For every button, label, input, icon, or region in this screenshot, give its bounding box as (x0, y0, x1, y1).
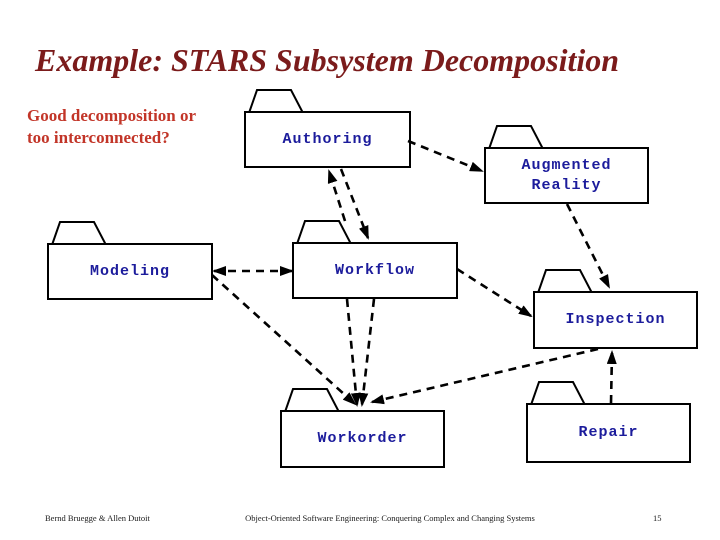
package-tab-workorder (283, 388, 341, 413)
package-shape-inspection (533, 269, 698, 349)
package-shape-workflow (292, 220, 458, 299)
dependency-arrow-workflow-to-inspection (456, 267, 533, 318)
dependency-arrow-workflow-to-workorder-2 (358, 298, 376, 407)
package-shape-repair (526, 381, 691, 463)
package-label-workflow: Workflow (334, 261, 415, 279)
footer-authors: Bernd Bruegge & Allen Dutoit (45, 513, 150, 523)
dependency-arrow-modeling-to-workorder (211, 274, 357, 406)
dependency-arrow-workflow-to-workorder-1 (345, 298, 361, 407)
package-tab-workflow (295, 220, 353, 245)
package-shape-authoring (244, 89, 411, 168)
dependency-arrow-repair-to-inspection (606, 350, 617, 404)
package-shape-workorder (280, 388, 445, 468)
slide-annotation: Good decomposition or too interconnected… (27, 106, 197, 147)
package-tab-augmented-reality (487, 125, 545, 150)
package-body-augmented-reality (484, 147, 649, 204)
package-body-repair (526, 403, 691, 463)
package-label-repair: Repair (578, 424, 639, 441)
package-tab-modeling (50, 221, 108, 246)
dependency-arrow-workflow-to-authoring (327, 169, 347, 222)
dependency-arrow-authoring-to-augmented-reality (407, 139, 484, 173)
footer-page-number: 15 (653, 513, 662, 523)
package-body-inspection (533, 291, 698, 349)
slide-title: Example: STARS Subsystem Decomposition (35, 42, 620, 78)
package-shape-augmented-reality (484, 125, 649, 204)
package-body-modeling (47, 243, 213, 300)
dependency-arrow-inspection-to-workorder (370, 347, 599, 405)
package-label-inspection: Inspection (565, 311, 666, 328)
package-body-workflow (292, 242, 458, 299)
package-label-authoring: Authoring (282, 130, 373, 148)
package-tab-inspection (536, 269, 594, 294)
package-tab-repair (529, 381, 587, 406)
package-body-authoring (244, 111, 411, 168)
footer-book-title: Object-Oriented Software Engineering: Co… (245, 513, 535, 523)
package-tab-authoring (247, 89, 305, 114)
package-shape-modeling (47, 221, 213, 300)
package-label-workorder: Workorder (317, 430, 408, 447)
dependency-arrow-authoring-to-workflow (339, 168, 370, 240)
package-label-augmented-reality: Augmented Reality (521, 156, 612, 194)
package-body-workorder (280, 410, 445, 468)
package-label-modeling: Modeling (89, 262, 170, 280)
dependency-arrow-augmented-reality-to-inspection (565, 203, 611, 289)
